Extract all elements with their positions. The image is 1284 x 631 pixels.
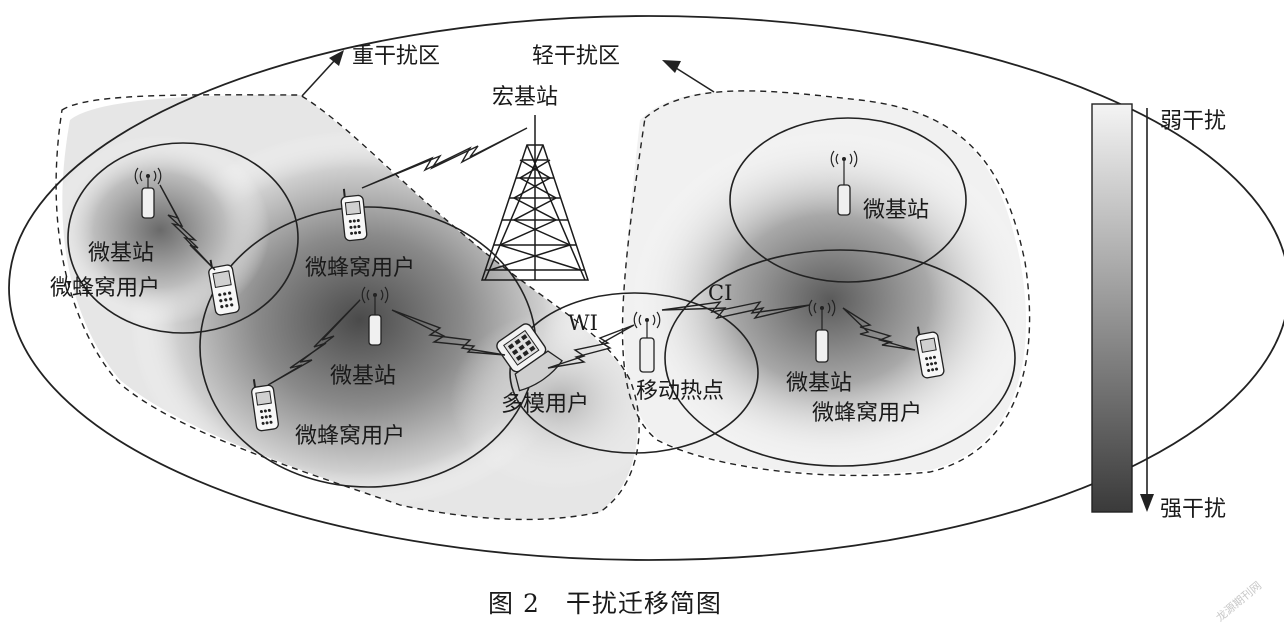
macro-bs-label: 宏基站 xyxy=(492,85,558,110)
pico-bs-label-top-right: 微基站 xyxy=(863,198,929,223)
heavy-zone-label: 重干扰区 xyxy=(352,44,440,69)
link-bolt-pico-br-to-right-user xyxy=(842,307,916,351)
light-interference-zone-boundary xyxy=(621,90,1031,477)
pico-bs-label-center: 微基站 xyxy=(330,364,396,389)
multi-mode-user-label: 多模用户 xyxy=(501,392,589,417)
hotspot-cell xyxy=(509,292,759,454)
wi-label: WI xyxy=(568,311,598,335)
macro-base-station-icon xyxy=(480,115,590,281)
pico-cell-top-left xyxy=(67,142,299,334)
pico-bs-label-bottom-right: 微基站 xyxy=(786,371,852,396)
pico-bs-antenna-icon-center xyxy=(361,286,389,346)
light-zone-label: 轻干扰区 xyxy=(532,44,620,69)
phone-icon-right-user xyxy=(915,326,945,379)
phone-icon-bottom-user xyxy=(251,379,279,432)
interference-scale-legend: 弱干扰 强干扰 xyxy=(1091,103,1226,522)
macro-cell-boundary xyxy=(8,15,1284,561)
link-bolt-macro-to-top-user xyxy=(361,127,528,189)
link-bolt-hotspot-to-pico-br xyxy=(661,300,811,320)
pico-cell-bottom-right xyxy=(664,249,1016,467)
heavy-zone-shading xyxy=(62,95,638,520)
pico-bs-antenna-icon-bottom-right xyxy=(808,299,836,363)
link-bolt-center-pico-to-multimode xyxy=(391,309,506,356)
legend-arrow-head xyxy=(1140,494,1154,512)
light-zone-shading xyxy=(623,91,1026,474)
pico-cell-top-right xyxy=(729,117,967,283)
link-bolt-hotspot-to-multimode xyxy=(547,324,635,369)
ci-label: CI xyxy=(708,281,732,305)
legend-gradient-bar xyxy=(1091,103,1133,513)
phone-icon-top-left-user xyxy=(208,259,240,316)
pico-bs-antenna-icon-top-right xyxy=(830,150,858,216)
multi-mode-phone-icon xyxy=(496,323,563,392)
pico-bs-label-top-left: 微基站 xyxy=(88,241,154,266)
phone-icon-top-user xyxy=(340,188,368,242)
pico-user-label-top-left: 微蜂窝用户 xyxy=(50,276,160,301)
legend-weak-label: 弱干扰 xyxy=(1160,109,1226,134)
heavy-interference-zone-boundary xyxy=(55,94,640,521)
pico-user-label-top: 微蜂窝用户 xyxy=(305,256,415,281)
mobile-hotspot-label: 移动热点 xyxy=(636,379,724,404)
pico-user-label-bottom-right: 微蜂窝用户 xyxy=(812,401,922,426)
mobile-hotspot-antenna-icon xyxy=(633,311,661,373)
figure-caption: 图 2 干扰迁移简图 xyxy=(488,589,722,618)
light-zone-pointer-arrow xyxy=(662,60,715,93)
pico-bs-antenna-icon-top-left xyxy=(134,167,162,219)
link-bolt-center-pico-to-bottom-user xyxy=(267,299,361,386)
pico-user-label-bottom: 微蜂窝用户 xyxy=(295,424,405,449)
watermark: 龙源期刊网 xyxy=(1213,578,1264,624)
legend-strong-label: 强干扰 xyxy=(1160,497,1226,522)
heavy-zone-pointer-arrow xyxy=(301,50,344,97)
link-bolt-top-left-pico-to-user xyxy=(159,184,216,271)
